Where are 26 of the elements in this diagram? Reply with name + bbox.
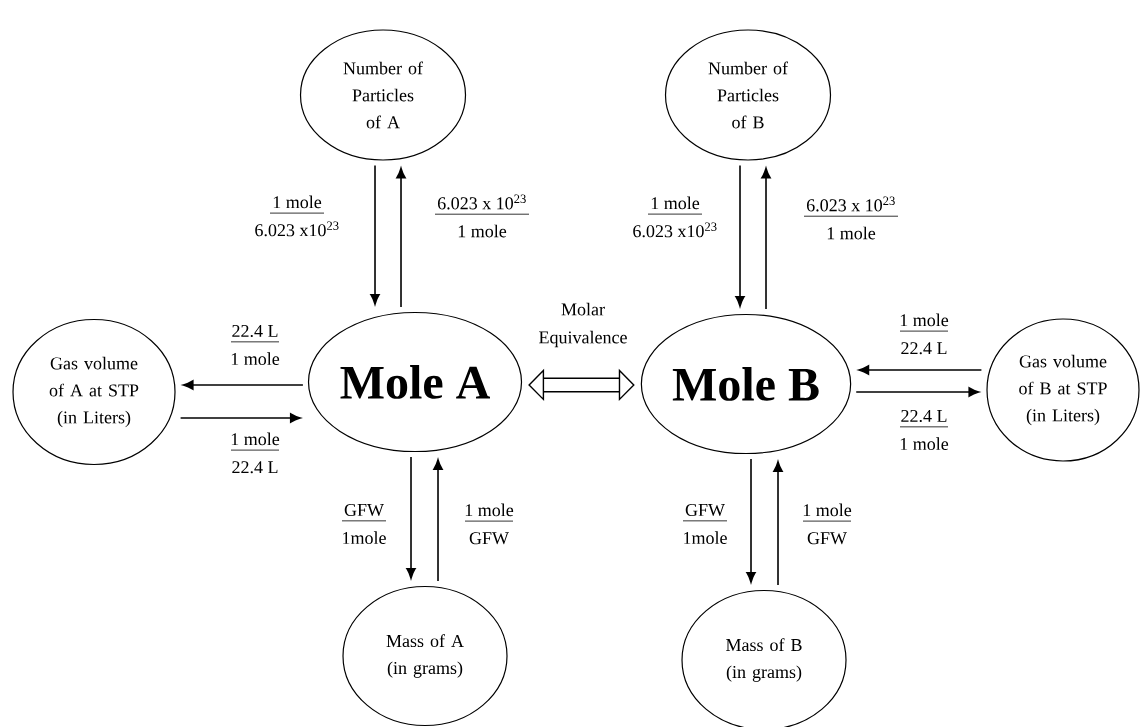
fraction-label: 1 mole 22.4 L bbox=[227, 431, 283, 475]
fraction-label: 1 mole GFW bbox=[799, 502, 855, 546]
arrow bbox=[858, 365, 983, 375]
fraction-label: 1 mole GFW bbox=[461, 502, 517, 546]
edge-label: Molar Equivalence bbox=[534, 301, 632, 349]
fraction-label: 6.023 x 10$^{23}$ 1 mole bbox=[800, 195, 902, 241]
fraction-label: 22.4 L 1 mole bbox=[227, 323, 283, 367]
arrow bbox=[182, 380, 304, 390]
arrow bbox=[855, 387, 980, 397]
arrow bbox=[179, 413, 301, 423]
fraction-label: GFW 1mole bbox=[679, 502, 731, 546]
double-arrow bbox=[528, 368, 635, 402]
arrow bbox=[746, 458, 756, 583]
arrow bbox=[370, 164, 380, 305]
arrow bbox=[396, 167, 406, 308]
fraction-label: 22.4 L 1 mole bbox=[896, 408, 952, 452]
fraction-label: 1 mole 6.023 x10$^{23}$ bbox=[626, 195, 724, 239]
arrow bbox=[406, 456, 416, 579]
arrow bbox=[735, 164, 745, 307]
arrow bbox=[433, 459, 443, 582]
fraction-label: 1 mole 6.023 x10$^{23}$ bbox=[248, 194, 346, 238]
arrow bbox=[761, 167, 771, 310]
fraction-label: GFW 1mole bbox=[338, 502, 390, 546]
fraction-label: 1 mole 22.4 L bbox=[896, 312, 952, 356]
fraction-label: 6.023 x 10$^{23}$ 1 mole bbox=[431, 193, 533, 239]
arrow bbox=[773, 461, 783, 586]
